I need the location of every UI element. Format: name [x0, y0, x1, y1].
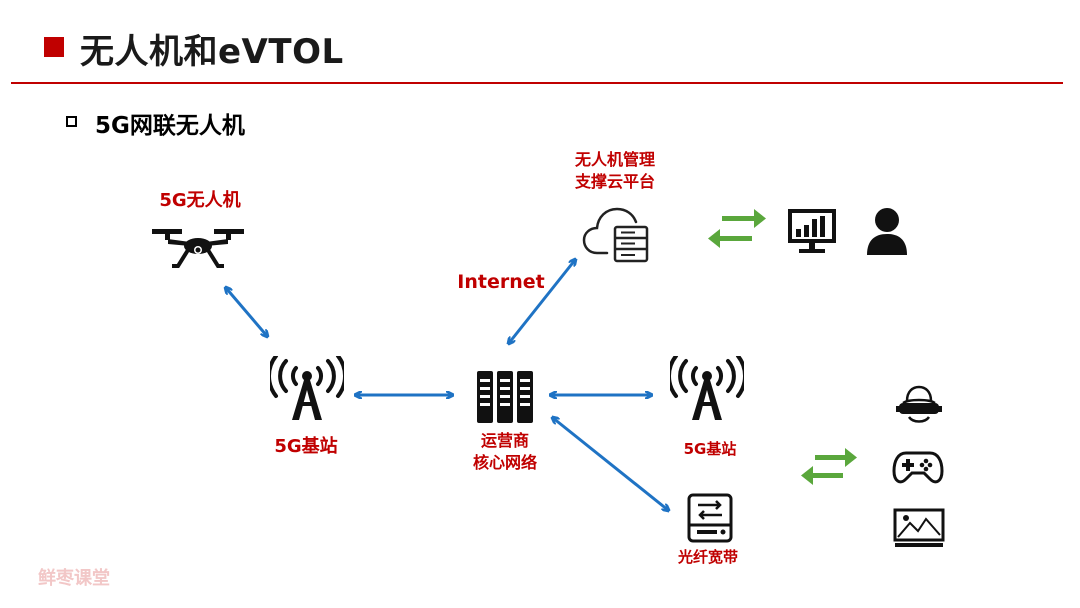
drone-basestation-arrow	[226, 288, 267, 336]
base-station-left-label: 5G基站	[274, 436, 338, 457]
core-network-label: 运营商 核心网络	[455, 430, 555, 474]
core-label-line2: 核心网络	[472, 453, 537, 472]
title-divider	[11, 82, 1063, 84]
vr-headset-icon	[896, 385, 942, 423]
section-subtitle: 5G网联无人机	[95, 113, 245, 139]
core-label-line1: 运营商	[480, 431, 529, 450]
server-rack-icon	[477, 371, 533, 423]
exchange-arrows-top	[708, 209, 766, 248]
drone-label: 5G无人机	[159, 190, 241, 211]
gamepad-icon	[892, 451, 944, 484]
core-fiber-arrow	[553, 418, 668, 510]
drone-icon	[152, 229, 244, 268]
storage-device-icon	[687, 493, 733, 543]
exchange-arrows-bottom	[801, 448, 857, 485]
page-title: 无人机和eVTOL	[80, 32, 344, 72]
base-station-right-label: 5G基站	[683, 440, 737, 458]
cloud-server-icon	[582, 207, 649, 263]
antenna-icon	[670, 356, 744, 420]
antenna-icon	[270, 356, 344, 420]
core-platform-arrow	[509, 260, 575, 343]
monitor-chart-icon	[788, 209, 836, 253]
user-icon	[867, 208, 907, 255]
watermark: 鲜枣课堂	[38, 568, 110, 589]
platform-label-line1: 无人机管理	[574, 150, 655, 169]
fiber-broadband-label: 光纤宽带	[677, 548, 738, 566]
image-display-icon	[893, 508, 945, 547]
title-marker	[44, 37, 64, 57]
platform-label: 无人机管理 支撑云平台	[560, 149, 670, 193]
bullet-square-icon	[66, 116, 77, 127]
platform-label-line2: 支撑云平台	[574, 172, 655, 191]
internet-label: Internet	[457, 271, 545, 293]
